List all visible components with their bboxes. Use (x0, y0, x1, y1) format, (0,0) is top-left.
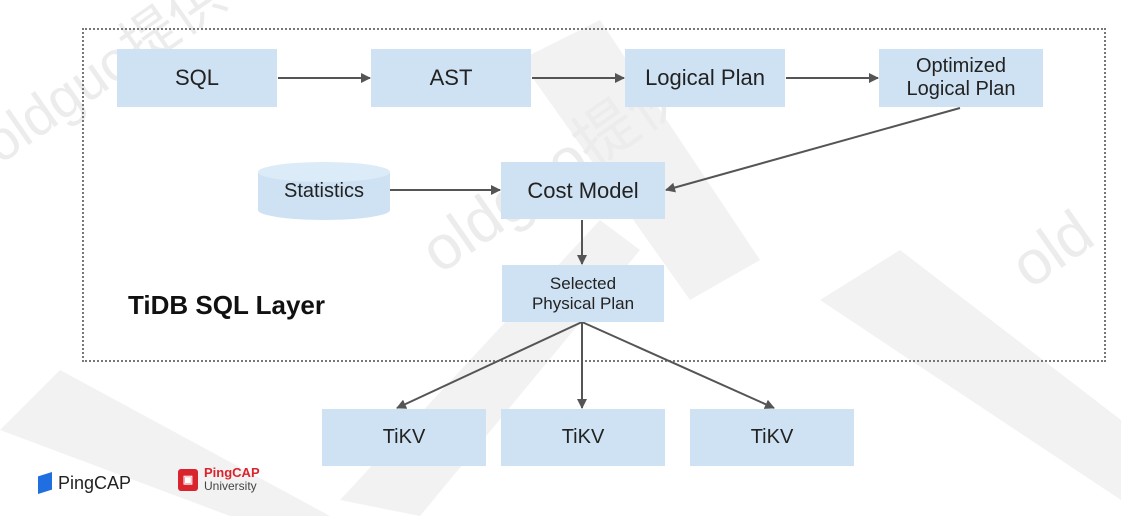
arrow-optimized-to-cost (665, 107, 961, 193)
node-logical-plan-label: Logical Plan (645, 65, 765, 91)
node-tikv-2: TiKV (501, 409, 665, 466)
pingcap-logo: PingCAP (38, 472, 131, 494)
node-optimized-line1: Optimized (915, 55, 1007, 77)
node-sql-label: SQL (174, 65, 220, 91)
pingcap-university-logo: ▣ PingCAP University (178, 465, 260, 494)
statistics-database-icon (258, 162, 390, 220)
node-optimized-line2: Logical Plan (906, 78, 1016, 100)
node-logical-plan: Logical Plan (625, 49, 785, 107)
node-statistics-label: Statistics (283, 180, 365, 202)
watermark-stroke (820, 250, 1121, 500)
node-selected-line2: Physical Plan (531, 293, 635, 313)
pingcap-university-line2: University (204, 479, 257, 494)
node-tikv-1: TiKV (322, 409, 486, 466)
node-optimized-logical-plan: Optimized Logical Plan (879, 49, 1043, 107)
sql-layer-boundary (82, 28, 1106, 362)
node-ast: AST (371, 49, 531, 107)
node-cost-model-label: Cost Model (527, 177, 639, 203)
arrow-selected-to-tikv3 (581, 321, 775, 409)
pingcap-university-icon: ▣ (178, 468, 198, 491)
arrow-selected-to-tikv1 (396, 321, 583, 409)
watermark-stroke (0, 370, 330, 516)
node-tikv-3: TiKV (690, 409, 854, 466)
watermark-stroke (520, 20, 760, 300)
node-ast-label: AST (429, 65, 473, 91)
node-selected-physical-plan: Selected Physical Plan (502, 265, 664, 322)
pingcap-university-line1: PingCAP (204, 465, 260, 480)
node-selected-line1: Selected (549, 273, 617, 293)
node-cost-model: Cost Model (501, 162, 665, 219)
pingcap-logo-text: PingCAP (58, 472, 132, 493)
node-tikv-3-label: TiKV (750, 426, 794, 448)
layer-title: TiDB SQL Layer (128, 290, 325, 320)
node-sql: SQL (117, 49, 277, 107)
pingcap-logo-icon (38, 472, 52, 494)
node-tikv-1-label: TiKV (382, 426, 426, 448)
node-tikv-2-label: TiKV (561, 426, 605, 448)
